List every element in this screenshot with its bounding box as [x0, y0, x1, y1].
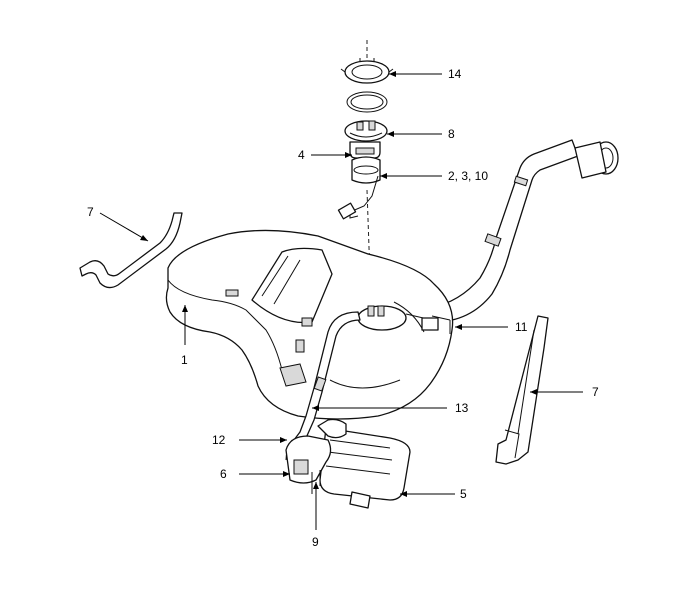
callout-12: 12	[212, 433, 226, 447]
tank-pump-flange	[357, 305, 451, 334]
callout-9: 9	[312, 535, 319, 549]
callout-14: 14	[448, 67, 462, 81]
gasket	[346, 91, 388, 113]
pump-cover	[344, 120, 388, 142]
filler-neck	[429, 139, 619, 323]
callout-6: 6	[220, 467, 227, 481]
callout-2-3-10: 2, 3, 10	[448, 169, 488, 183]
callout-7-right: 7	[592, 385, 599, 399]
callout-5: 5	[460, 487, 467, 501]
leader-lines	[99, 71, 583, 530]
canister	[285, 418, 411, 509]
fuel-tank	[165, 229, 454, 420]
callout-1: 1	[181, 353, 188, 367]
callout-4: 4	[298, 148, 305, 162]
callout-8: 8	[448, 127, 455, 141]
callout-13: 13	[455, 401, 469, 415]
callout-7-left: 7	[87, 205, 94, 219]
tank-strap-left	[79, 212, 183, 289]
callout-labels: 14 8 4 2, 3, 10 7 1 11 7 13 12 6 5 9	[87, 67, 599, 549]
callout-11: 11	[515, 320, 528, 334]
lock-ring	[340, 58, 394, 84]
fuel-pump-module	[337, 141, 381, 220]
tank-strap-right	[495, 315, 549, 465]
